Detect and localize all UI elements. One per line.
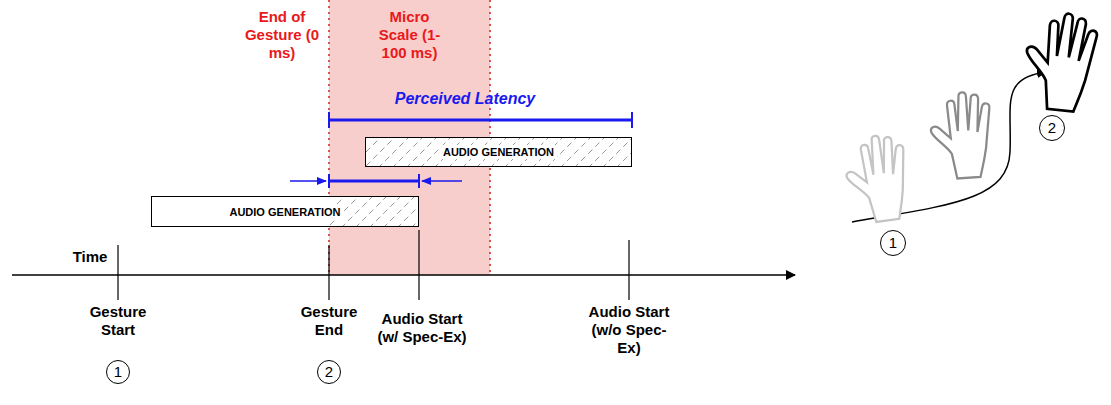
hand-middle xyxy=(928,91,994,180)
process-box: AUDIO GENERATION xyxy=(365,137,632,167)
latency-bar xyxy=(329,119,632,122)
event-label: Gesture End xyxy=(294,303,364,339)
tick xyxy=(328,245,329,300)
hand-end xyxy=(1021,10,1099,113)
callout-digit: 2 xyxy=(325,364,333,380)
time-axis xyxy=(12,274,795,276)
hand-start xyxy=(842,132,913,225)
node-text: AUDIO GENERATION xyxy=(226,205,343,219)
tick xyxy=(418,230,419,300)
squeeze-arrow xyxy=(290,180,326,182)
axis-label: Time xyxy=(73,248,108,266)
callout-number: 2 xyxy=(1039,115,1065,141)
squeeze-arrow xyxy=(422,180,462,182)
latency-cap xyxy=(328,112,330,128)
callout-digit: 2 xyxy=(1048,120,1056,136)
event-label: Audio Start (w/o Spec-Ex) xyxy=(588,303,670,357)
node-text: AUDIO GENERATION xyxy=(440,145,557,159)
latency-cap xyxy=(328,174,330,188)
latency-bar xyxy=(329,180,419,183)
latency-cap xyxy=(631,112,633,128)
band-edge xyxy=(328,0,330,275)
tick xyxy=(628,240,629,300)
callout-digit: 1 xyxy=(114,364,122,380)
callout-digit: 1 xyxy=(889,235,897,251)
event-label: Gesture Start xyxy=(83,303,153,339)
node-text: Micro Scale (1-100 ms) xyxy=(370,8,450,62)
callout-number: 1 xyxy=(106,360,130,384)
latency-cap xyxy=(418,174,420,188)
callout-number: 1 xyxy=(880,230,906,256)
process-box: AUDIO GENERATION xyxy=(151,196,419,227)
tick xyxy=(117,245,118,300)
event-label: Audio Start (w/ Spec-Ex) xyxy=(376,310,468,346)
callout-number: 2 xyxy=(317,360,341,384)
latency-label: Perceived Latency xyxy=(395,90,536,108)
marker-label: End of Gesture (0 ms) xyxy=(242,8,322,62)
